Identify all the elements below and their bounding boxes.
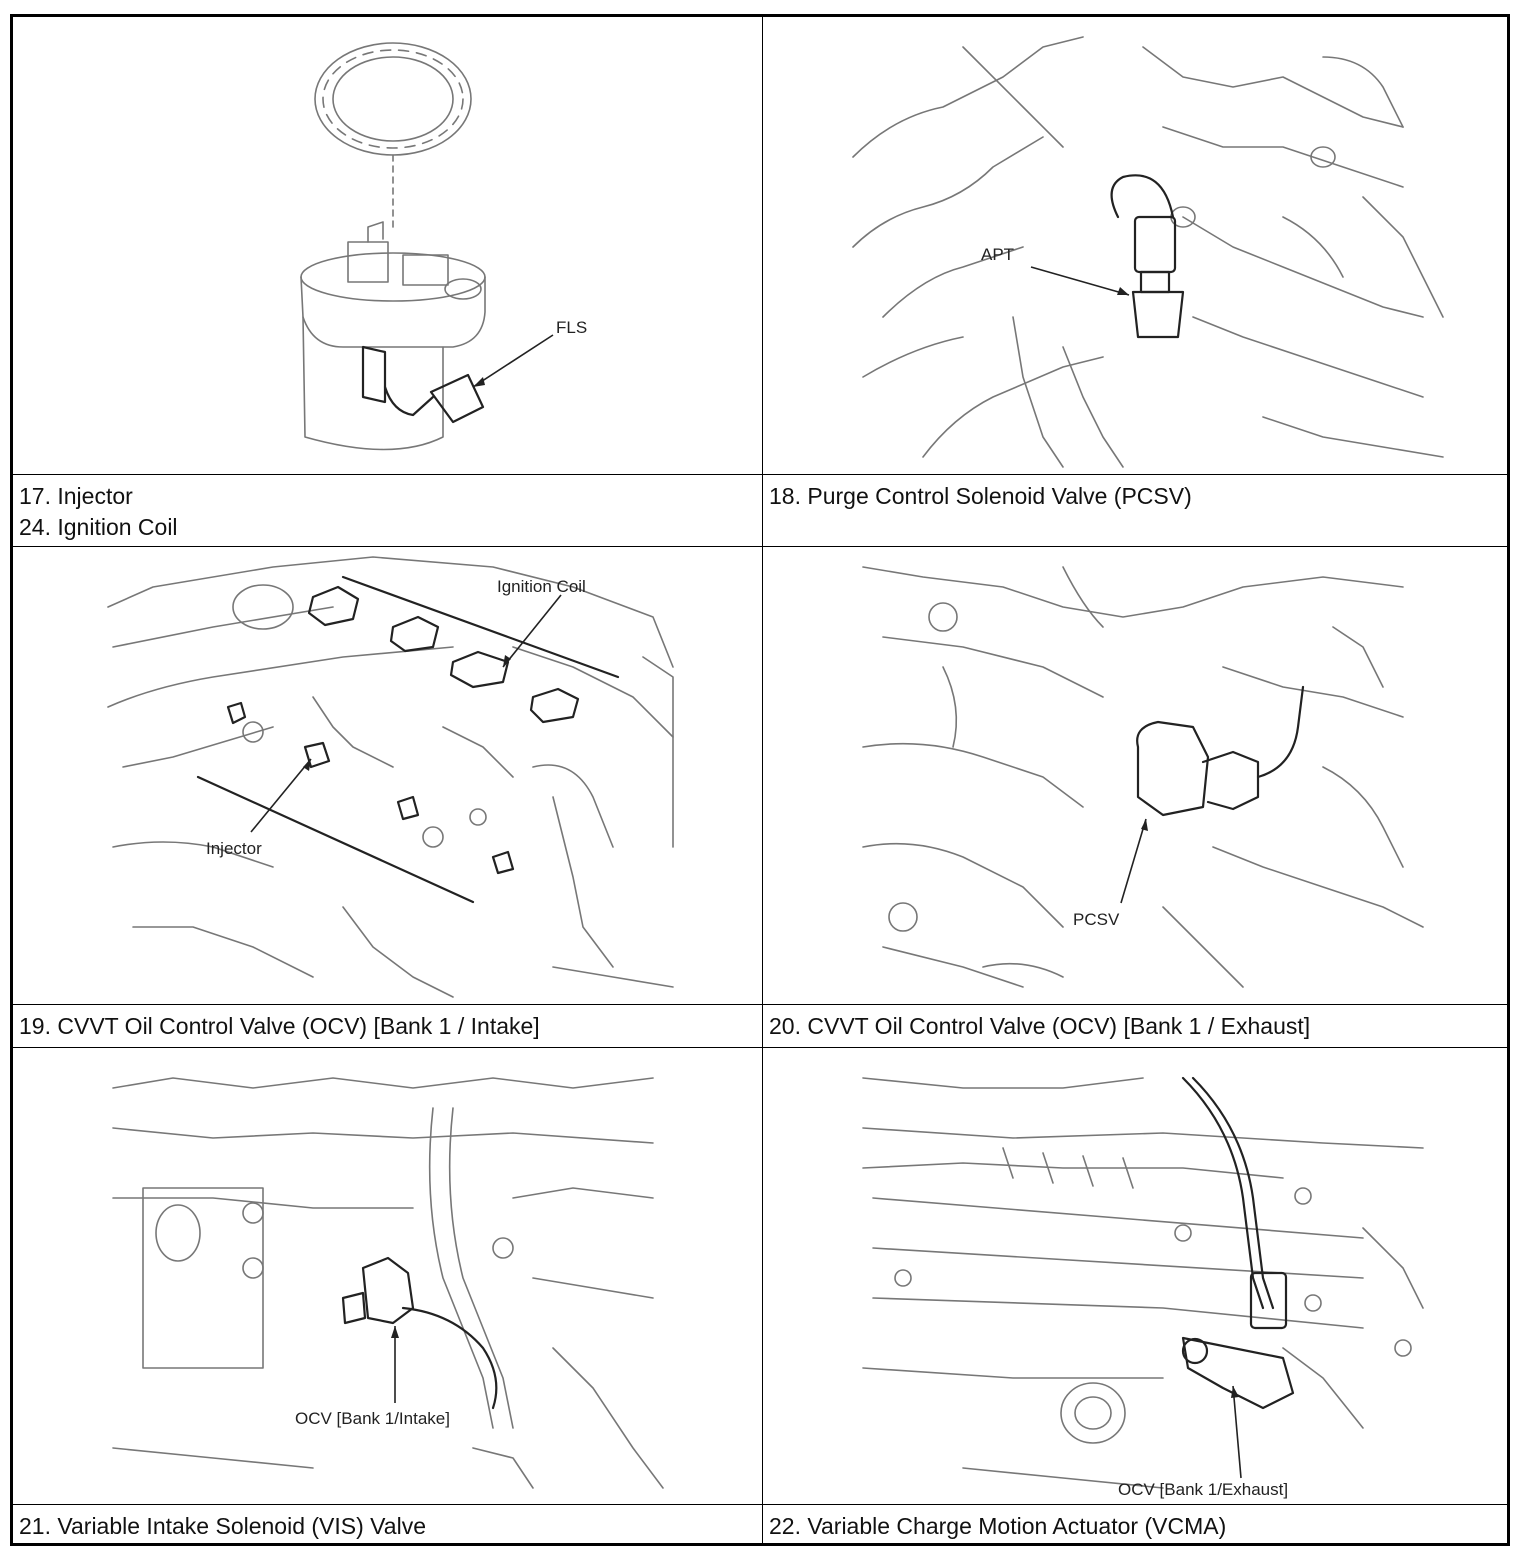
callout-injector: Injector [206,839,262,858]
callout-ignition-coil: Ignition Coil [497,577,586,596]
caption-panel-1: 17. Injector 24. Ignition Coil [19,481,178,543]
caption-line: 18. Purge Control Solenoid Valve (PCSV) [769,483,1192,509]
row-divider [13,474,1507,475]
diagram-sheet: FLS [10,14,1510,1546]
caption-line: 21. Variable Intake Solenoid (VIS) Valve [19,1513,426,1539]
column-divider [762,17,763,1543]
caption-line: 17. Injector [19,483,133,509]
ocv-intake-illustration: OCV [Bank 1/Intake] [13,1048,762,1504]
caption-panel-2: 18. Purge Control Solenoid Valve (PCSV) [769,481,1192,512]
caption-line: 20. CVVT Oil Control Valve (OCV) [Bank 1… [769,1013,1311,1039]
row-divider [13,1047,1507,1048]
ignition-injector-illustration: Ignition Coil Injector [13,547,762,1004]
caption-line: 24. Ignition Coil [19,514,178,540]
pcsv-illustration: PCSV [763,547,1511,1004]
ocv-exhaust-illustration: OCV [Bank 1/Exhaust] [763,1048,1511,1504]
caption-panel-4: 20. CVVT Oil Control Valve (OCV) [Bank 1… [769,1011,1310,1042]
row-divider [13,1004,1507,1005]
caption-line: 19. CVVT Oil Control Valve (OCV) [Bank 1… [19,1013,540,1039]
callout-fls: FLS [556,318,587,337]
row-divider [13,1504,1507,1505]
row-divider [13,546,1507,547]
callout-apt: APT [981,245,1014,264]
caption-line: 22. Variable Charge Motion Actuator (VCM… [769,1513,1227,1539]
callout-ocv-exhaust: OCV [Bank 1/Exhaust] [1118,1480,1288,1499]
caption-panel-3: 19. CVVT Oil Control Valve (OCV) [Bank 1… [19,1011,540,1042]
caption-panel-6: 22. Variable Charge Motion Actuator (VCM… [769,1511,1226,1542]
fls-illustration: FLS [13,17,762,474]
apt-illustration: APT [763,17,1511,474]
callout-ocv-intake: OCV [Bank 1/Intake] [295,1409,450,1428]
caption-panel-5: 21. Variable Intake Solenoid (VIS) Valve [19,1511,426,1542]
callout-pcsv: PCSV [1073,910,1120,929]
